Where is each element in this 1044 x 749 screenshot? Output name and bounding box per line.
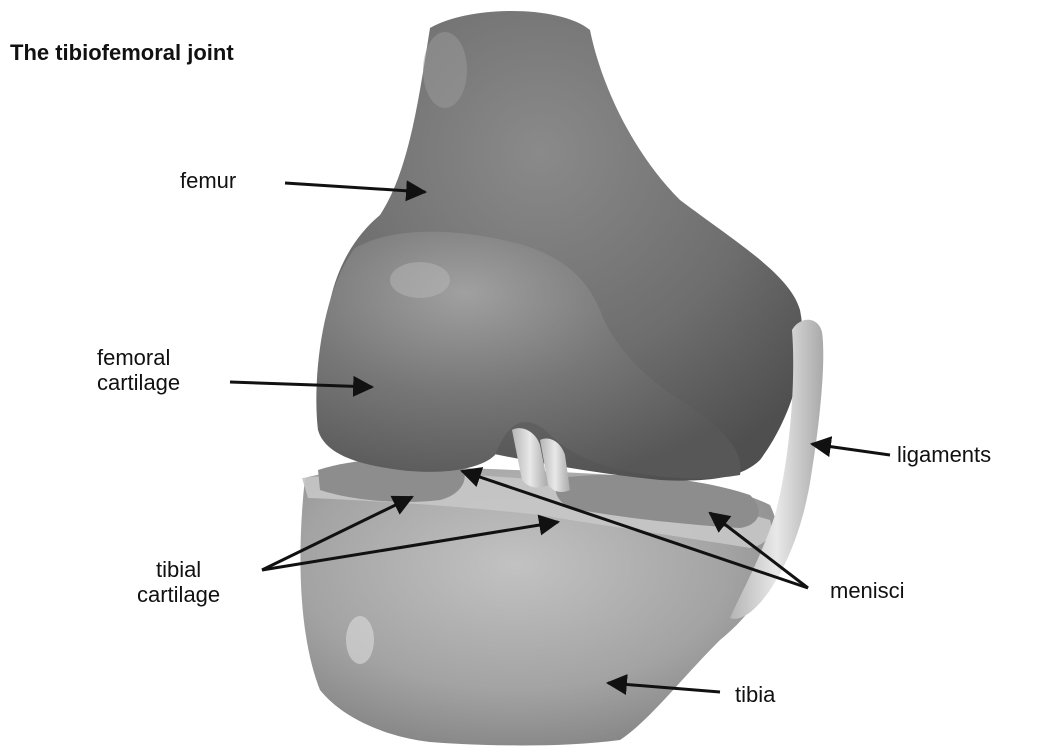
label-tibial-cartilage-line-2: cartilage xyxy=(137,582,220,607)
femur-highlight xyxy=(423,32,467,108)
label-tibia: tibia xyxy=(735,682,775,707)
label-ligaments: ligaments xyxy=(897,442,991,467)
tibia-highlight xyxy=(346,616,374,664)
label-femur: femur xyxy=(180,168,236,193)
cartilage-highlight xyxy=(390,262,450,298)
label-tibial-cartilage-line-1: tibial xyxy=(137,557,220,582)
label-femoral-cartilage: femoral cartilage xyxy=(97,345,180,395)
label-femoral-cartilage-line-2: cartilage xyxy=(97,370,180,395)
ligaments-arrow xyxy=(812,444,890,455)
label-menisci: menisci xyxy=(830,578,905,603)
label-femoral-cartilage-line-1: femoral xyxy=(97,345,180,370)
label-tibial-cartilage: tibial cartilage xyxy=(137,557,220,607)
diagram-title: The tibiofemoral joint xyxy=(10,40,234,66)
